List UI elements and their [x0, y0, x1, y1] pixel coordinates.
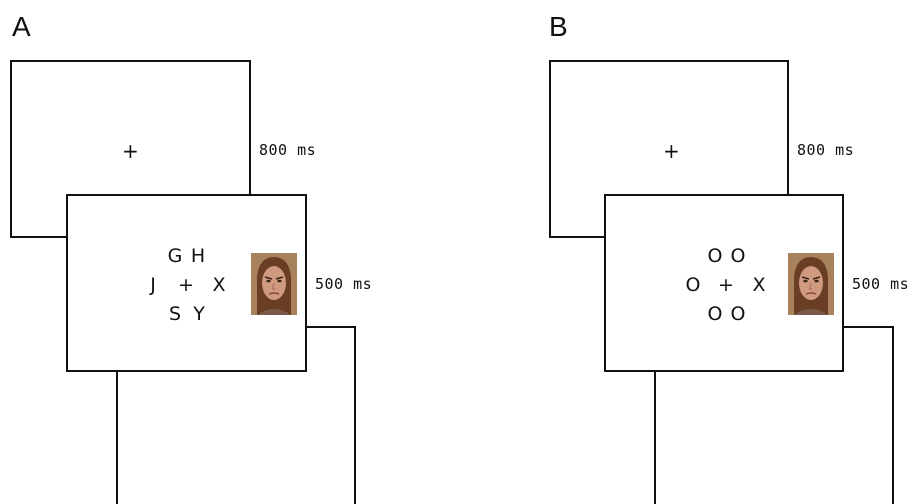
panel-b-letter-right: X: [752, 274, 766, 296]
panel-b-search-duration: 500 ms: [852, 275, 910, 293]
panel-a-label: A: [12, 11, 31, 42]
angry-face-photo-icon: [788, 253, 834, 315]
panel-b-search-screen: O O O + X O O: [604, 194, 844, 372]
panel-a-letter-top-right: H: [190, 245, 206, 267]
panel-a-search-screen: G H J + X S Y: [66, 194, 307, 372]
panel-a-letter-right: X: [212, 274, 226, 296]
panel-b-letter-bottom-left: O: [707, 303, 723, 325]
panel-b-letter-top-right: O: [730, 245, 746, 267]
panel-a-letter-bottom-right: Y: [193, 303, 205, 325]
panel-b-letter-left: O: [685, 274, 701, 296]
panel-a-search-duration: 500 ms: [315, 275, 373, 293]
panel-a-letter-left: J: [150, 274, 156, 296]
panel-b-letter-bottom-right: O: [730, 303, 746, 325]
panel-b-center-cross: +: [718, 274, 734, 296]
panel-a-fixation-cross: +: [122, 139, 139, 163]
panel-a-letter-bottom-left: S: [168, 303, 182, 325]
panel-b-label: B: [549, 11, 568, 42]
panel-a-letter-top-left: G: [167, 245, 183, 267]
panel-b-letter-top-left: O: [707, 245, 723, 267]
angry-face-photo-icon: [251, 253, 297, 315]
panel-a-center-cross: +: [178, 274, 194, 296]
panel-a-fixation-duration: 800 ms: [259, 141, 317, 159]
panel-b-fixation-duration: 800 ms: [797, 141, 855, 159]
panel-b-fixation-cross: +: [663, 139, 680, 163]
